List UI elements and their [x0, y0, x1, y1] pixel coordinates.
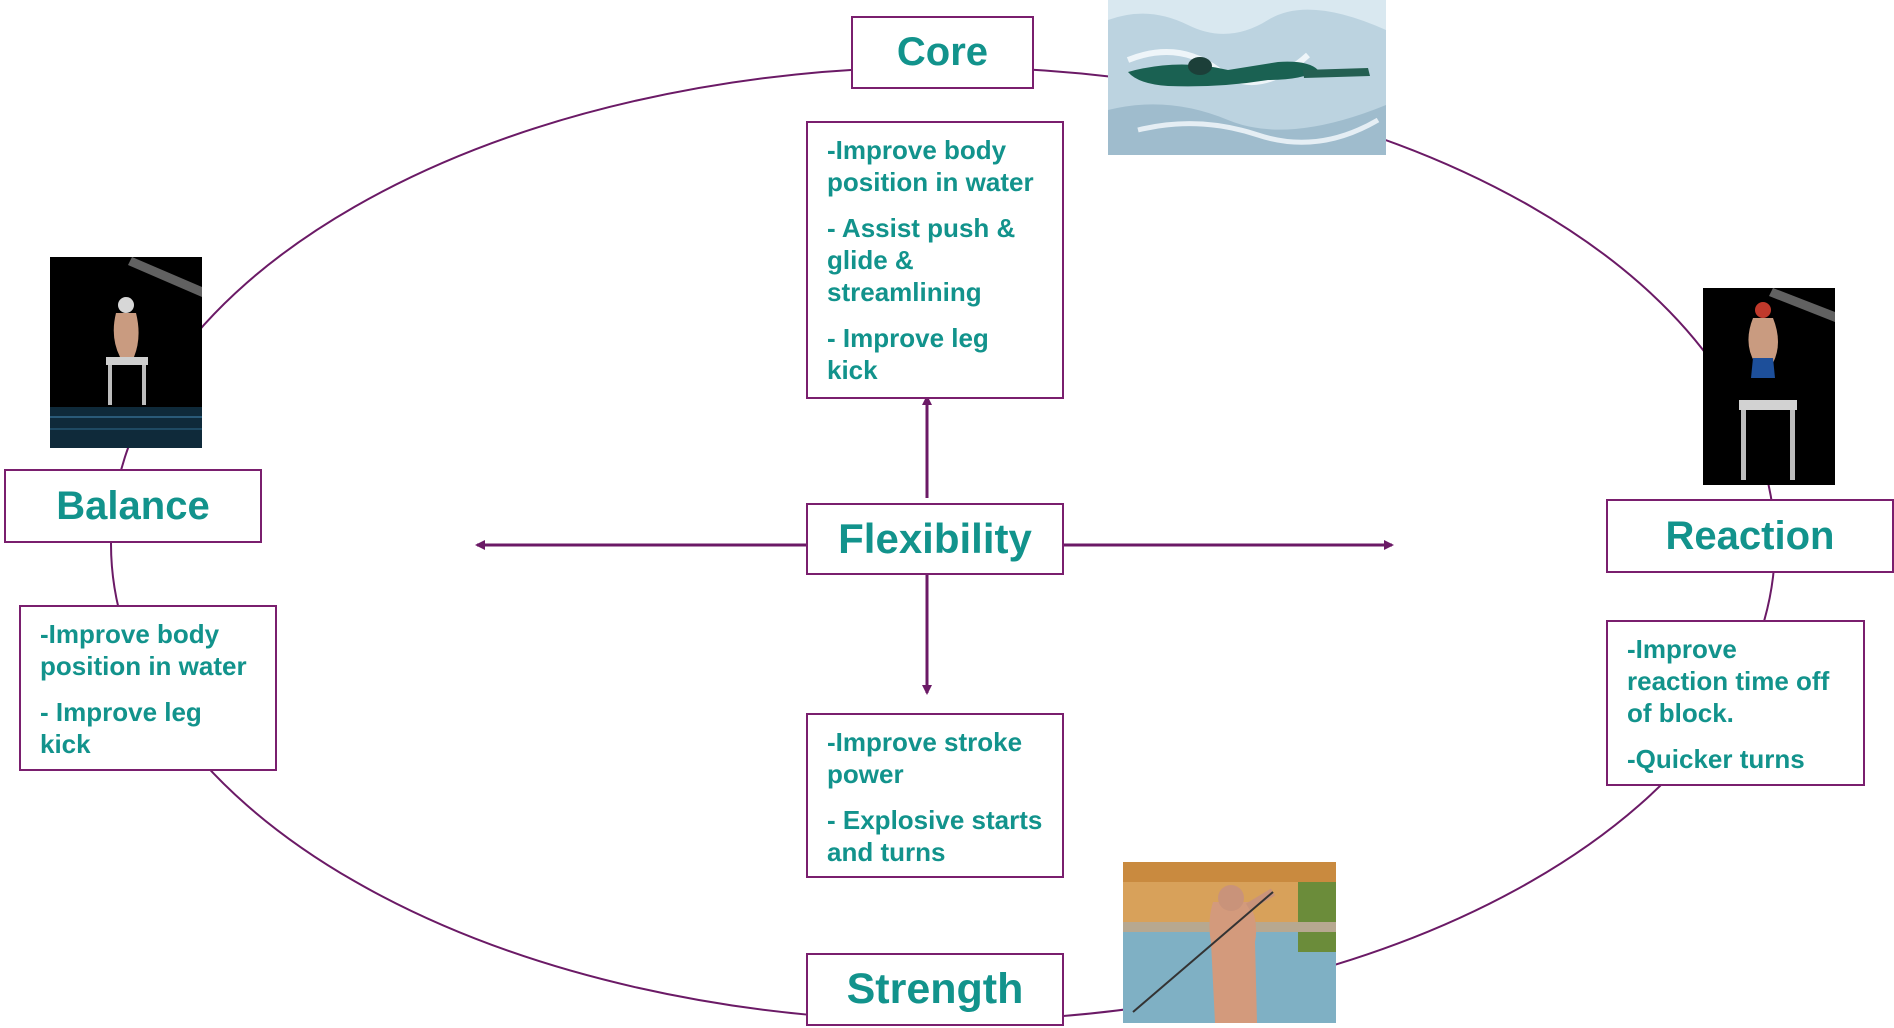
core-note: -Improve body position in water - Assist…: [806, 121, 1064, 399]
flexibility-label: Flexibility: [838, 515, 1032, 562]
strength-note-line: - Explosive starts and turns: [827, 805, 1043, 867]
strength-label: Strength: [846, 965, 1024, 1013]
reaction-note: -Improve reaction time off of block. -Qu…: [1606, 620, 1865, 786]
balance-note-line: - Improve leg kick: [40, 697, 202, 759]
balance-note-line: -Improve body position in water: [40, 619, 247, 681]
core-note-line: - Assist push & glide & streamlining: [827, 213, 1016, 307]
flexibility-node: Flexibility: [806, 503, 1064, 575]
reaction-label: Reaction: [1665, 513, 1835, 558]
swimmer-diving-photo: [1703, 288, 1835, 485]
resistance-band-training-photo: [1123, 862, 1336, 1023]
core-node: Core: [851, 16, 1034, 89]
reaction-node: Reaction: [1606, 499, 1894, 573]
balance-label: Balance: [56, 483, 210, 528]
core-label: Core: [896, 30, 989, 74]
strength-node: Strength: [806, 953, 1064, 1026]
balance-node: Balance: [4, 469, 262, 543]
swimmer-underwater-photo: [1108, 0, 1386, 155]
balance-note: -Improve body position in water - Improv…: [19, 605, 277, 771]
strength-note-line: -Improve stroke power: [827, 727, 1023, 789]
swimmer-on-block-photo: [50, 257, 202, 448]
reaction-note-line: -Improve reaction time off of block.: [1627, 634, 1830, 728]
reaction-note-line: -Quicker turns: [1627, 744, 1805, 774]
core-note-line: - Improve leg kick: [827, 323, 989, 385]
core-note-line: -Improve body position in water: [827, 135, 1034, 197]
strength-note: -Improve stroke power - Explosive starts…: [806, 713, 1064, 878]
